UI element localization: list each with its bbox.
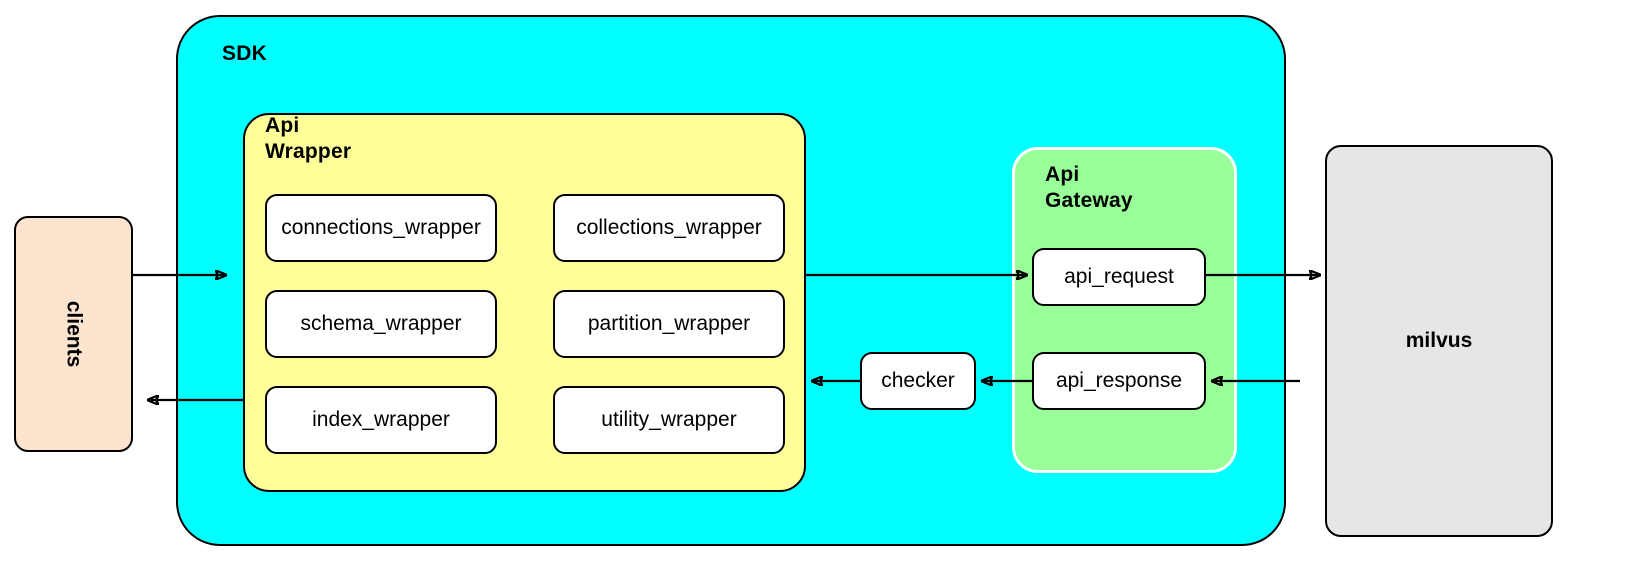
milvus-box[interactable]: milvus bbox=[1325, 145, 1553, 537]
clients-box[interactable]: clients bbox=[14, 216, 133, 452]
node-utility-wrapper[interactable]: utility_wrapper bbox=[553, 386, 785, 454]
node-index-wrapper[interactable]: index_wrapper bbox=[265, 386, 497, 454]
node-connections-wrapper[interactable]: connections_wrapper bbox=[265, 194, 497, 262]
node-schema-wrapper[interactable]: schema_wrapper bbox=[265, 290, 497, 358]
node-api-request[interactable]: api_request bbox=[1032, 248, 1206, 306]
api-gateway-container bbox=[1012, 147, 1237, 473]
api-gateway-label: Api Gateway bbox=[1045, 163, 1133, 213]
node-collections-wrapper[interactable]: collections_wrapper bbox=[553, 194, 785, 262]
node-api-response[interactable]: api_response bbox=[1032, 352, 1206, 410]
milvus-label: milvus bbox=[1405, 329, 1473, 352]
node-checker[interactable]: checker bbox=[860, 352, 976, 410]
node-partition-wrapper[interactable]: partition_wrapper bbox=[553, 290, 785, 358]
sdk-label: SDK bbox=[222, 42, 267, 65]
api-wrapper-label: Api Wrapper bbox=[265, 114, 352, 164]
